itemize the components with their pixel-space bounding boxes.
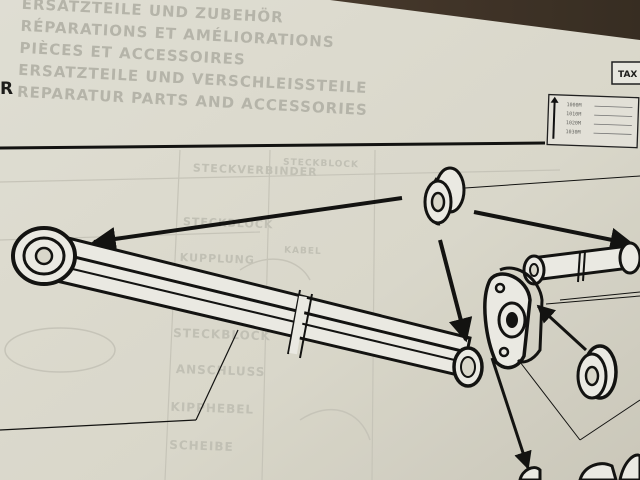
bushing [423,166,640,226]
bracket-arrows [490,304,588,470]
page-letter: R [0,79,13,99]
legend-code: 1000M [566,102,581,109]
ghost-label: STECKBLOCK [173,326,271,343]
ghost-label: STECKBLOCK [283,158,359,171]
legend-code: 1020M [566,120,581,127]
section-rule [0,141,546,150]
ghost-shapes [4,258,371,441]
legend-box: 1000M 1010M 1020M 1030M [546,93,640,149]
mounting-bracket [483,266,640,441]
ghost-labels: STECKVERBINDER STECKBLOCK KABEL STECKBLO… [169,158,359,454]
legend-code: 1010M [566,111,581,118]
legend-code: 1030M [565,129,580,136]
callout-arrows [91,196,635,343]
small-bushing [576,344,618,400]
ghost-label: KIPPHEBEL [170,400,254,417]
ghost-label: ANSCHLUSS [176,362,266,379]
bottom-parts [518,453,640,480]
tag-box: TAX [611,61,640,85]
ghost-label: STECKVERBINDER [193,161,318,178]
ghost-label: SCHEIBE [169,438,234,454]
ghost-label: KABEL [284,246,322,257]
tag-label: TAX [618,70,637,80]
tie-rod [0,226,484,431]
ghost-label: KUPPLUNG [180,251,256,267]
short-rod [522,241,640,301]
